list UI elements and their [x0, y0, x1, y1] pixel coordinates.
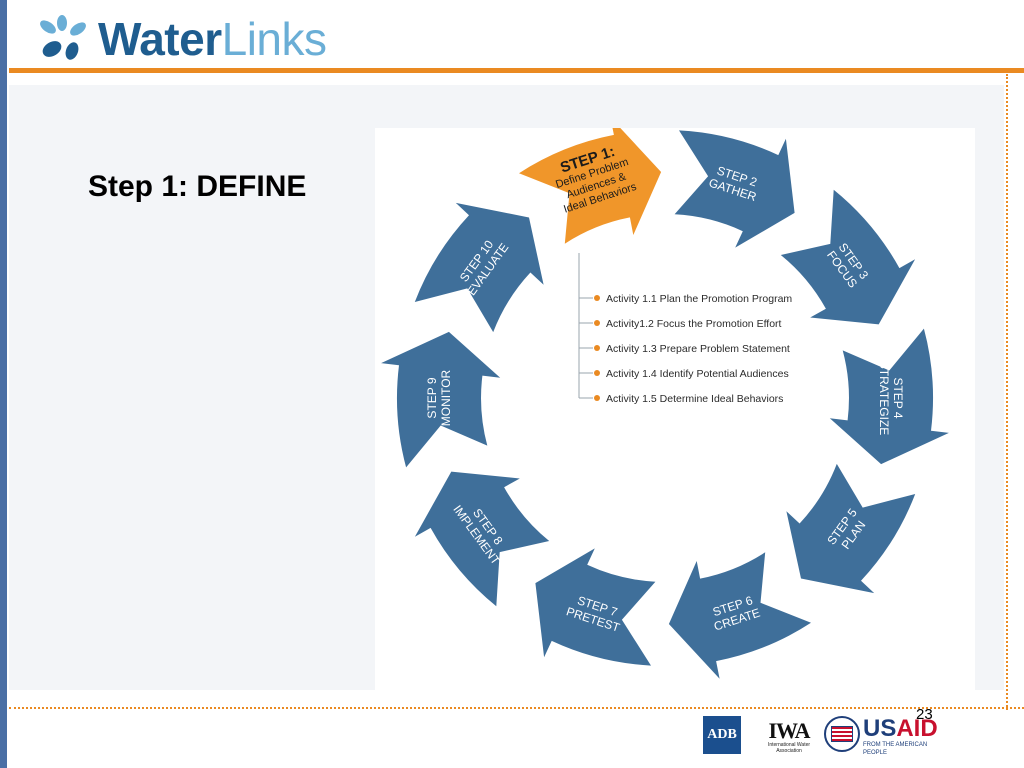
step-7-arrow — [535, 548, 656, 666]
slide-title: Step 1: DEFINE — [88, 170, 307, 203]
usaid-aid: AID — [896, 715, 938, 742]
activity-item-4: Activity 1.4 Identify Potential Audience… — [606, 368, 789, 380]
logo-wordmark: WaterLinks — [98, 12, 327, 66]
step-4-name: STRATEGIZE — [877, 361, 891, 435]
bottom-dotted-border — [9, 707, 1024, 709]
seal-shield — [831, 726, 853, 742]
activity-bullet-icon — [594, 370, 600, 376]
step-4-number: STEP 4 — [891, 377, 905, 418]
activity-item-2: Activity1.2 Focus the Promotion Effort — [606, 318, 782, 330]
usaid-wordmark: USAID — [863, 717, 938, 741]
step-3-arrow — [780, 189, 916, 325]
logo-word-water: Water — [98, 13, 222, 65]
iwa-label: IWA — [768, 718, 810, 743]
waterlinks-logo: WaterLinks — [34, 10, 354, 68]
header-divider — [9, 68, 1024, 73]
step-1-arrow — [519, 117, 662, 244]
step-5-arrow — [786, 463, 916, 594]
step-4-arrow — [829, 328, 949, 465]
step-8-arrow — [414, 471, 550, 607]
usaid-us: US — [863, 715, 897, 742]
iwa-subtitle: International Water Association — [767, 742, 811, 754]
step-9-name: MONITOR — [439, 369, 453, 426]
activity-item-5: Activity 1.5 Determine Ideal Behaviors — [606, 393, 783, 405]
activity-bullet-icon — [594, 345, 600, 351]
step-2-arrow — [674, 130, 795, 248]
step-6-arrow — [668, 552, 811, 679]
activity-bullet-icon — [594, 395, 600, 401]
left-accent-bar — [0, 0, 7, 768]
step-9-number: STEP 9 — [425, 377, 439, 418]
usaid-logo: USAID FROM THE AMERICAN PEOPLE — [863, 716, 949, 758]
step-10-arrow — [414, 202, 544, 333]
right-dotted-border — [1006, 74, 1008, 710]
page-number: 23 — [916, 706, 933, 723]
adb-logo: ADB — [703, 716, 741, 754]
activity-bullet-icon — [594, 320, 600, 326]
activity-item-3: Activity 1.3 Prepare Problem Statement — [606, 343, 790, 355]
step-9-arrow — [381, 331, 501, 468]
waterlinks-droplets-icon — [40, 15, 86, 60]
usaid-seal-icon — [824, 716, 860, 752]
activity-bullet-icon — [594, 295, 600, 301]
adb-label: ADB — [707, 727, 737, 742]
activity-list: Activity 1.1 Plan the Promotion ProgramA… — [578, 253, 792, 405]
activity-item-1: Activity 1.1 Plan the Promotion Program — [606, 293, 792, 305]
usaid-tagline: FROM THE AMERICAN PEOPLE — [863, 742, 928, 756]
iwa-logo: IWA International Water Association — [760, 716, 818, 758]
logo-word-links: Links — [221, 13, 327, 65]
